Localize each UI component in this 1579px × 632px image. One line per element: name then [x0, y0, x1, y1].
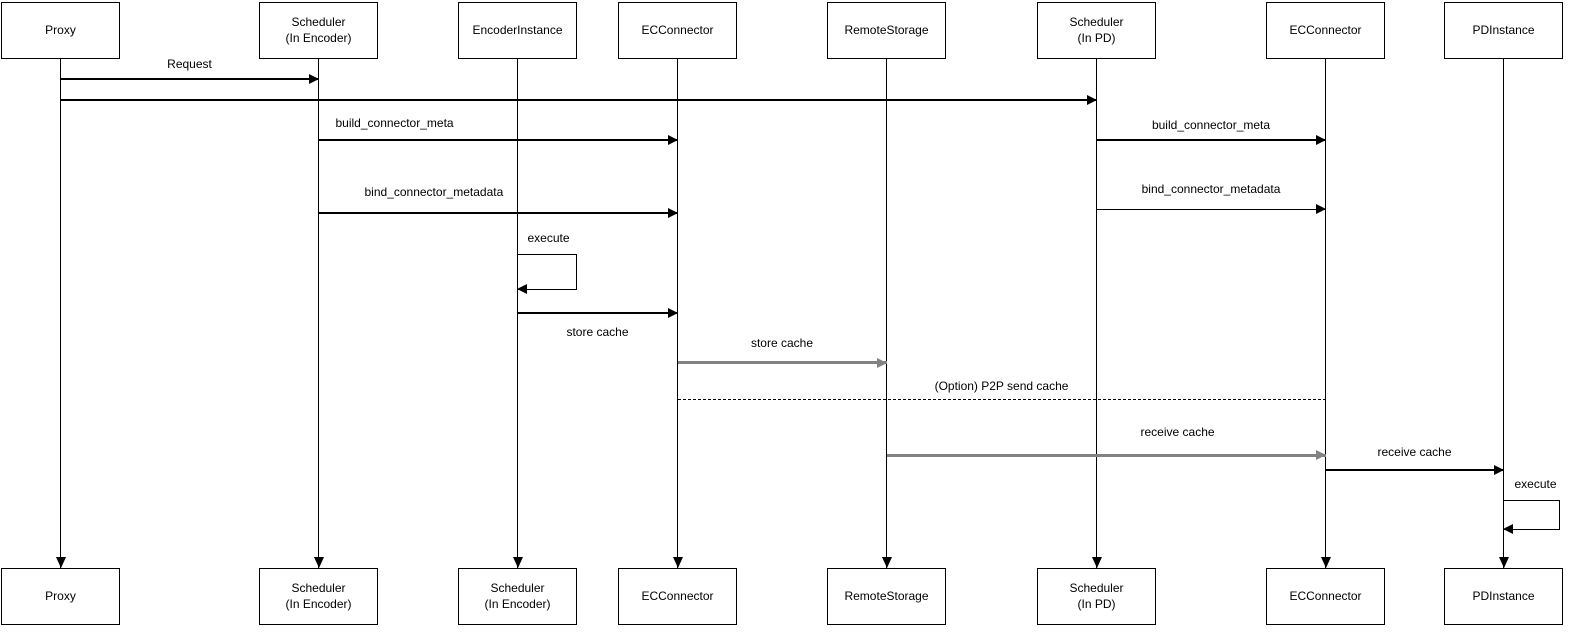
participant-bottom-remote-storage: RemoteStorage	[827, 568, 946, 625]
message-label: receive cache	[1140, 424, 1215, 439]
participant-bottom-pd-instance: PDInstance	[1444, 568, 1563, 625]
participant-bottom-scheduler-encoder: Scheduler (In Encoder)	[259, 568, 378, 625]
arrowhead-left-icon	[1502, 524, 1513, 534]
participant-bottom-encoder-instance: Scheduler (In Encoder)	[458, 568, 577, 625]
participant-bottom-proxy: Proxy	[1, 568, 120, 625]
message-label: receive cache	[1377, 445, 1452, 459]
participant-top-ec-connector-pd: ECConnector	[1266, 2, 1385, 59]
message-bind-connector-metadata-encoder: bind_connector_metadata	[318, 185, 678, 218]
arrowhead-down-icon	[313, 557, 324, 568]
message-label: execute	[527, 231, 570, 245]
participant-top-pd-instance: PDInstance	[1444, 2, 1563, 59]
message-label: build_connector_meta	[335, 116, 454, 130]
arrowhead-left-icon	[516, 284, 527, 294]
participant-bottom-ec-connector-pd: ECConnector	[1266, 568, 1385, 625]
lifeline-proxy	[55, 59, 66, 568]
arrowhead-right-icon	[1315, 204, 1326, 215]
lifeline-ec-connector-pd	[1320, 59, 1331, 568]
arrowhead-down-icon	[881, 557, 892, 568]
participant-top-scheduler-encoder: Scheduler (In Encoder)	[259, 2, 378, 59]
message-receive-cache-remote: receive cache	[886, 425, 1326, 460]
message-label: store cache	[566, 325, 629, 339]
arrowhead-down-icon	[1091, 557, 1102, 568]
self-message-execute-encoder: execute	[516, 231, 577, 294]
arrowhead-right-icon	[667, 307, 678, 318]
message-label: Request	[167, 57, 212, 71]
message-label: bind_connector_metadata	[364, 185, 504, 199]
arrowhead-down-icon	[1498, 557, 1509, 568]
arrowhead-right-icon	[667, 207, 678, 218]
arrowhead-right-icon	[667, 134, 678, 145]
arrowhead-down-icon	[1320, 557, 1331, 568]
participant-top-ec-connector-encoder: ECConnector	[618, 2, 737, 59]
message-bind-connector-metadata-pd: bind_connector_metadata	[1096, 182, 1326, 215]
message-build-connector-meta-pd: build_connector_meta	[1096, 118, 1326, 145]
participant-top-remote-storage: RemoteStorage	[827, 2, 946, 59]
message-store-cache-remote: store cache	[677, 336, 887, 368]
lifeline-scheduler-pd	[1091, 59, 1102, 568]
arrowhead-right-icon	[1315, 450, 1326, 460]
arrowhead-right-icon	[1086, 94, 1097, 105]
arrowhead-down-icon	[55, 557, 66, 568]
lifeline-scheduler-encoder	[313, 59, 324, 568]
arrowhead-down-icon	[672, 557, 683, 568]
message-p2p-send-cache: (Option) P2P send cache	[677, 379, 1326, 400]
lifeline-ec-connector-encoder	[672, 59, 683, 568]
message-receive-cache-pd: receive cache	[1325, 445, 1504, 475]
message-label: store cache	[750, 336, 814, 350]
arrowhead-right-icon	[876, 357, 887, 368]
arrowhead-right-icon	[1493, 464, 1504, 475]
message-proxy-to-scheduler-pd	[60, 94, 1097, 105]
self-message-execute-pd: execute	[1502, 477, 1560, 534]
lifeline-encoder-instance	[512, 59, 523, 568]
message-build-connector-meta-encoder: build_connector_meta	[318, 116, 678, 145]
message-label: build_connector_meta	[1151, 118, 1271, 132]
participant-bottom-scheduler-pd: Scheduler (In PD)	[1037, 568, 1156, 625]
participant-top-proxy: Proxy	[1, 2, 120, 59]
participant-top-scheduler-pd: Scheduler (In PD)	[1037, 2, 1156, 59]
message-request: Request	[60, 57, 319, 84]
message-label: execute	[1514, 477, 1557, 491]
message-store-cache-encoder: store cache	[517, 307, 678, 339]
message-label: (Option) P2P send cache	[934, 379, 1069, 393]
arrowhead-down-icon	[512, 557, 523, 568]
arrowhead-right-icon	[1315, 134, 1326, 145]
lifeline-remote-storage	[881, 59, 892, 568]
participant-bottom-ec-connector-encoder: ECConnector	[618, 568, 737, 625]
message-label: bind_connector_metadata	[1141, 181, 1281, 196]
lifeline-pd-instance	[1498, 59, 1509, 568]
participant-top-encoder-instance: EncoderInstance	[458, 2, 577, 59]
arrowhead-right-icon	[308, 73, 319, 84]
